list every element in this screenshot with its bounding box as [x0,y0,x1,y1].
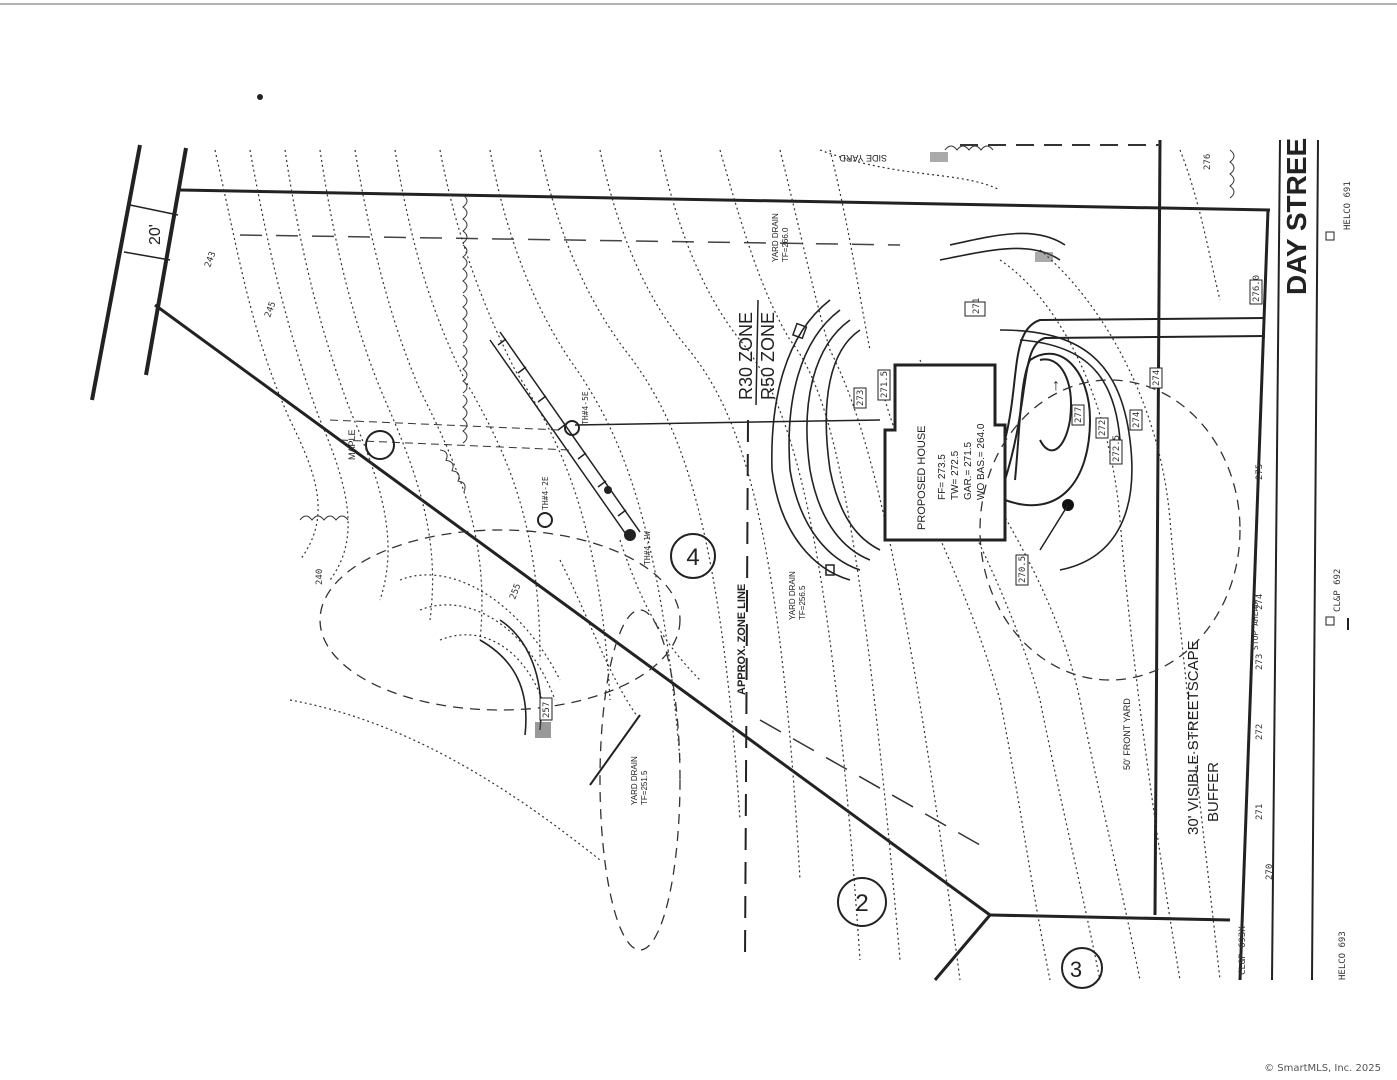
svg-text:TF=256.5: TF=256.5 [798,585,807,620]
svg-text:243: 243 [203,250,218,269]
pipe-line [574,419,881,426]
svg-text:271: 271 [1255,804,1265,820]
yard-drain-1: YARD DRAIN TF=256.5 [788,564,835,620]
yard-drain-2: YARD DRAIN TF=251.5 [630,756,649,805]
svg-text:271.5: 271.5 [880,371,890,398]
zone-lower-label: R50 ZONE [758,312,778,400]
maple-label: MAPLE [347,429,357,460]
svg-text:245: 245 [263,300,278,319]
lot-number-3: 3 [1061,947,1103,989]
svg-text:274: 274 [1132,412,1142,428]
svg-text:275: 275 [1255,464,1265,480]
lot-line [589,714,641,786]
contour-lines [214,149,1221,981]
lot-number-4: 4 [670,533,716,579]
house-tw: TW= 272.5 [950,450,961,500]
street-edge [1271,139,1319,981]
grading-contours [479,232,1133,736]
svg-text:277: 277 [1074,407,1084,423]
svg-text:270: 270 [1265,864,1275,880]
spot-elevations: 257 273 271.5 270.5 272 272.5 274 277 27… [539,275,1263,721]
svg-text:272.5: 272.5 [1112,435,1122,462]
road-tick [123,251,171,261]
svg-text:3: 3 [1070,957,1082,982]
zone-line-label: APPROX. ZONE LINE [736,584,748,695]
leach-trench [489,331,641,541]
pipe-line [329,419,561,431]
test-hole-label: TH#4-1W [643,531,652,565]
test-hole-marker [564,420,580,436]
scan-marks [257,94,1053,738]
svg-text:255: 255 [508,582,523,601]
svg-text:TF=266.0: TF=266.0 [781,227,790,262]
zone-line [744,419,749,961]
side-yard-label: SIDE YARD [839,153,887,163]
road-width-label: 20' [147,224,164,245]
pipe-line [339,439,571,451]
driveway-arrow: ↑ [1052,377,1060,394]
house-gar: GAR.= 271.5 [963,441,974,500]
septic-area [319,379,1241,951]
stop-sign-label: STOP AHEAD [1251,602,1260,650]
zone-upper-label: R30 ZONE [736,312,756,400]
buffer-label-line1: 30' VISIBLE STREETSCAPE [1185,640,1202,835]
svg-text:272: 272 [1255,724,1265,740]
house-title: PROPOSED HOUSE [916,425,928,530]
property-boundary [154,139,1271,981]
svg-text:273: 273 [1255,654,1265,670]
utility-label: HELCO 693 [1338,931,1348,980]
test-hole-marker [537,512,553,528]
road-tick [129,204,179,216]
utility-poles: HELCO 691 CL&P 692 CL&P 693X HELCO 693 [1238,181,1353,980]
driveway [1004,317,1266,507]
test-hole-label: TH#4-2E [541,476,550,510]
utility-label: HELCO 691 [1343,181,1353,230]
contour-labels: 243 245 255 240 270 271 272 273 274 275 … [203,154,1275,880]
buffer-label-line2: BUFFER [1205,762,1222,822]
test-hole-label: TH#4-5E [581,391,590,425]
street-name-label: DAY STREE [1281,138,1312,295]
svg-text:2: 2 [855,890,868,917]
svg-text:YARD DRAIN: YARD DRAIN [630,756,639,805]
test-hole-marker [624,529,636,541]
yard-drain-3: YARD DRAIN TF=266.0 [771,213,808,340]
road-strip [90,144,188,401]
svg-text:271: 271 [972,298,982,314]
house-bas: WO BAS.= 264.0 [976,423,987,500]
svg-text:274: 274 [1152,370,1162,386]
svg-text:272: 272 [1098,420,1108,436]
svg-text:257: 257 [542,702,552,718]
lot-number-2: 2 [837,877,887,927]
svg-text:YARD DRAIN: YARD DRAIN [771,213,780,262]
buffer-dash [759,719,981,846]
svg-text:270.5: 270.5 [1018,556,1028,583]
maple-tree-icon [365,430,395,460]
proposed-house: PROPOSED HOUSE FF= 273.5 TW= 272.5 GAR.=… [883,363,1007,542]
svg-text:TF=251.5: TF=251.5 [640,770,649,805]
svg-text:274: 274 [1255,594,1265,610]
utility-label: CL&P 693X [1238,926,1248,975]
well-leader [1039,504,1069,551]
house-ff: FF= 273.5 [937,454,948,500]
svg-text:240: 240 [315,569,325,585]
utility-label: CL&P 692 [1333,569,1343,612]
svg-text:273: 273 [856,390,866,406]
zone-divider [755,299,759,406]
copyright-notice: © SmartMLS, Inc. 2025 [1264,1063,1381,1074]
setback-line [239,234,901,246]
test-hole-marker [604,486,612,494]
front-yard-label: 50' FRONT YARD [1122,698,1132,770]
svg-text:4: 4 [686,544,699,571]
svg-text:276: 276 [1203,154,1213,170]
svg-text:YARD DRAIN: YARD DRAIN [788,571,797,620]
svg-text:276.0: 276.0 [1252,275,1262,302]
